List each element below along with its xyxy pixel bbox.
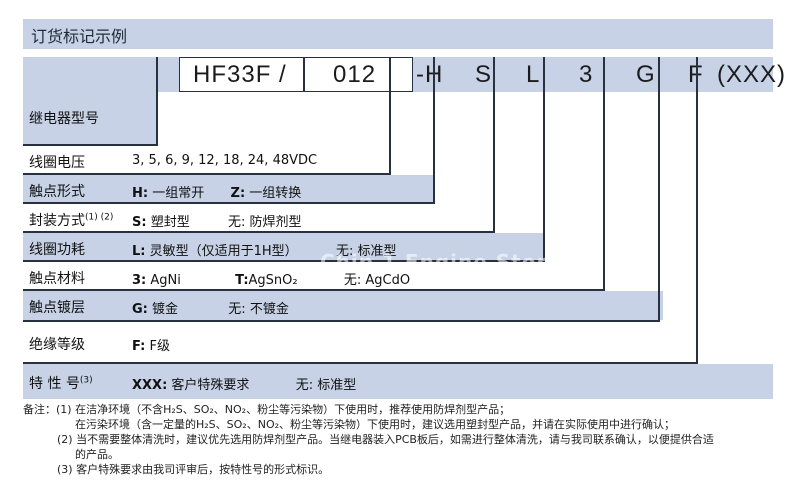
connector-line	[493, 92, 495, 233]
row-content: S: 塑封型 无: 防焊剂型	[132, 215, 302, 230]
row-content: 3, 5, 6, 9, 12, 18, 24, 48VDC	[132, 153, 318, 168]
row-contact-form: 触点形式 H: 一组常开 Z: 一组转换	[23, 175, 433, 204]
row-content: G: 镀金 无: 不镀金	[132, 302, 289, 317]
row-label: 线圈电压	[29, 155, 85, 171]
row-label: 线圈功耗	[29, 242, 85, 258]
note-line: (2) 当不需要整体清洗时，建议优先选用防焊剂型产品。当继电器装入PCB板后，如…	[57, 433, 714, 446]
code-separator	[389, 57, 391, 92]
connector-line	[543, 92, 545, 262]
code-s: S	[475, 61, 493, 88]
row-label: 触点形式	[29, 184, 85, 200]
note-line: 备注：(1) 在洁净环境（不含H₂S、SO₂、NO₂、粉尘等污染物）下使用时，推…	[23, 403, 511, 416]
code-h: -H	[416, 61, 444, 88]
connector-line	[658, 92, 660, 322]
code-bar: HF33F / 012 -H S L 3 G F (XXX)	[23, 57, 785, 92]
row-content: L: 灵敏型（仅适用于1H型） 无: 标准型	[132, 244, 397, 259]
connector-line	[23, 260, 545, 262]
watermark: Chip 1 Engine Store	[320, 250, 562, 274]
row-content: XXX: 客户特殊要求 无: 标准型	[132, 378, 357, 393]
row-label: 封装方式(1) (2)	[29, 212, 114, 229]
connector-line	[603, 92, 605, 291]
code-separator	[493, 57, 495, 92]
row-contact-plating: 触点镀层 G: 镀金 无: 不镀金	[23, 291, 663, 320]
code-separator	[433, 57, 435, 92]
code-separator	[603, 57, 605, 92]
code-f: F	[688, 61, 704, 88]
code-separator	[696, 57, 698, 92]
connector-line	[23, 289, 605, 291]
note-line: (3) 客户特殊要求由我司评审后，按特性号的形式标识。	[57, 463, 330, 476]
connector-line	[433, 92, 435, 204]
row-relay-model: 继电器型号	[23, 92, 157, 144]
row-contact-material: 触点材料 3: AgNi T:AgSnO₂ 无: AgCdO	[23, 262, 603, 291]
row-coil-power: 线圈功耗 L: 灵敏型（仅适用于1H型） 无: 标准型	[23, 233, 543, 262]
connector-line	[23, 173, 391, 175]
note-line: 的产品。	[75, 448, 119, 461]
row-label: 继电器型号	[29, 111, 99, 127]
row-content: 3: AgNi T:AgSnO₂ 无: AgCdO	[132, 273, 411, 288]
connector-line	[23, 320, 660, 322]
row-label: 特 性 号(3)	[29, 375, 93, 392]
connector-line	[389, 92, 391, 175]
code-separator	[543, 57, 545, 92]
code-separator	[658, 57, 660, 92]
code-voltage: 012	[333, 61, 377, 88]
row-special: 特 性 号(3) XXX: 客户特殊要求 无: 标准型	[23, 364, 773, 399]
connector-line	[23, 362, 698, 364]
note-line: 在污染环境（含一定量的H₂S、SO₂、NO₂、粉尘等污染物）下使用时，建议选用塑…	[75, 418, 676, 431]
code-model: HF33F /	[193, 61, 287, 88]
code-model-box	[179, 57, 413, 92]
title-bar: 订货标记示例	[23, 19, 773, 49]
row-content: H: 一组常开 Z: 一组转换	[132, 186, 302, 201]
code-g: G	[636, 61, 656, 88]
code-l: L	[526, 61, 541, 88]
connector-line	[23, 202, 435, 204]
row-content: F: F级	[132, 339, 170, 354]
row-coil-voltage: 线圈电压 3, 5, 6, 9, 12, 18, 24, 48VDC	[23, 146, 383, 175]
connector-line	[696, 92, 698, 364]
connector-line	[23, 144, 158, 146]
code-xxx: (XXX)	[717, 61, 787, 88]
row-package: 封装方式(1) (2) S: 塑封型 无: 防焊剂型	[23, 204, 493, 233]
code-separator	[303, 57, 305, 92]
code-3: 3	[579, 61, 594, 88]
row-label: 触点镀层	[29, 300, 85, 316]
notes: 备注：(1) 在洁净环境（不含H₂S、SO₂、NO₂、粉尘等污染物）下使用时，推…	[23, 402, 714, 477]
page-title: 订货标记示例	[31, 27, 128, 46]
row-label: 绝缘等级	[29, 337, 85, 353]
connector-line	[23, 231, 495, 233]
connector-line	[156, 57, 158, 144]
row-label: 触点材料	[29, 271, 85, 287]
row-insulation: 绝缘等级 F: F级	[23, 322, 713, 360]
